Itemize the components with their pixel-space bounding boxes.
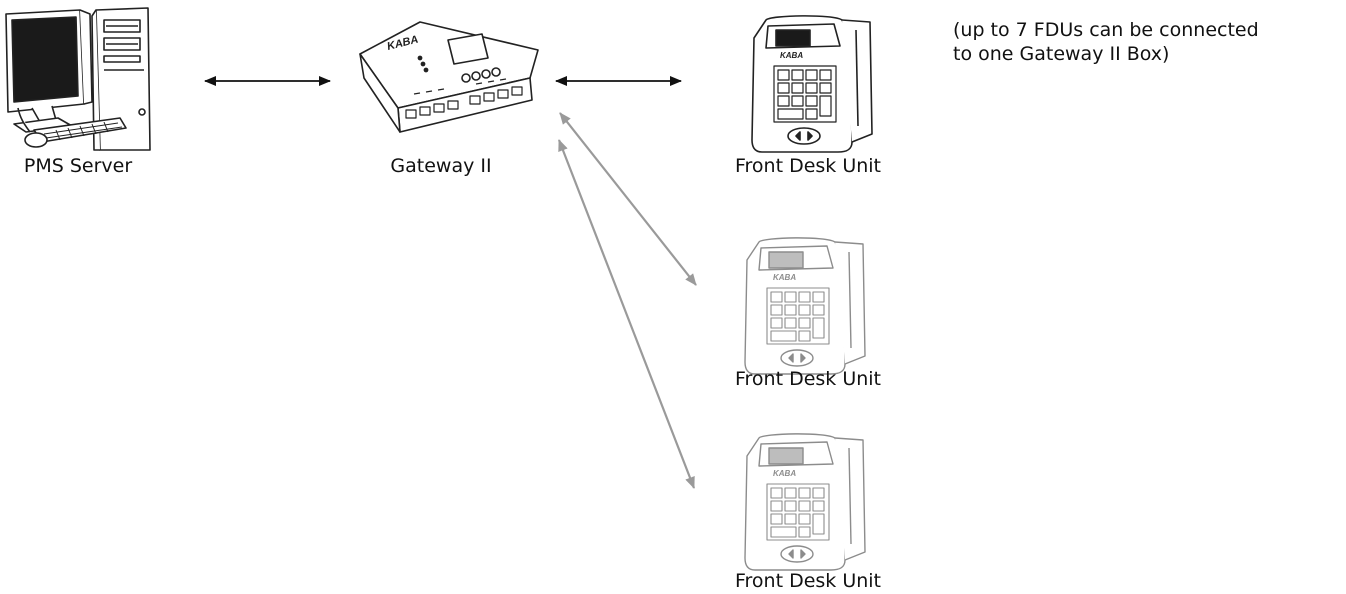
- capacity-note-line-1: (up to 7 FDUs can be connected: [953, 19, 1259, 41]
- connector-gateway-fdu-2: [559, 112, 697, 286]
- fdu-3-icon: KABA: [744, 433, 866, 571]
- fdu-2-icon: KABA: [744, 237, 866, 375]
- fdu-1-label: Front Desk Unit: [734, 155, 882, 177]
- gateway-label: Gateway II: [390, 155, 492, 177]
- fdu-1-icon: KABA: [751, 15, 873, 153]
- svg-text:KABA: KABA: [773, 273, 796, 282]
- capacity-note: (up to 7 FDUs can be connected to one Ga…: [953, 18, 1259, 66]
- capacity-note-line-2: to one Gateway II Box): [953, 43, 1170, 65]
- pms-server-label: PMS Server: [23, 155, 133, 177]
- svg-text:KABA: KABA: [780, 51, 803, 60]
- fdu-3-label: Front Desk Unit: [734, 570, 882, 592]
- connector-gateway-fdu-3: [557, 139, 696, 489]
- gateway-box-icon: [359, 21, 539, 133]
- pms-server-icon: [5, 7, 151, 151]
- fdu-2-label: Front Desk Unit: [734, 368, 882, 390]
- svg-text:KABA: KABA: [773, 469, 796, 478]
